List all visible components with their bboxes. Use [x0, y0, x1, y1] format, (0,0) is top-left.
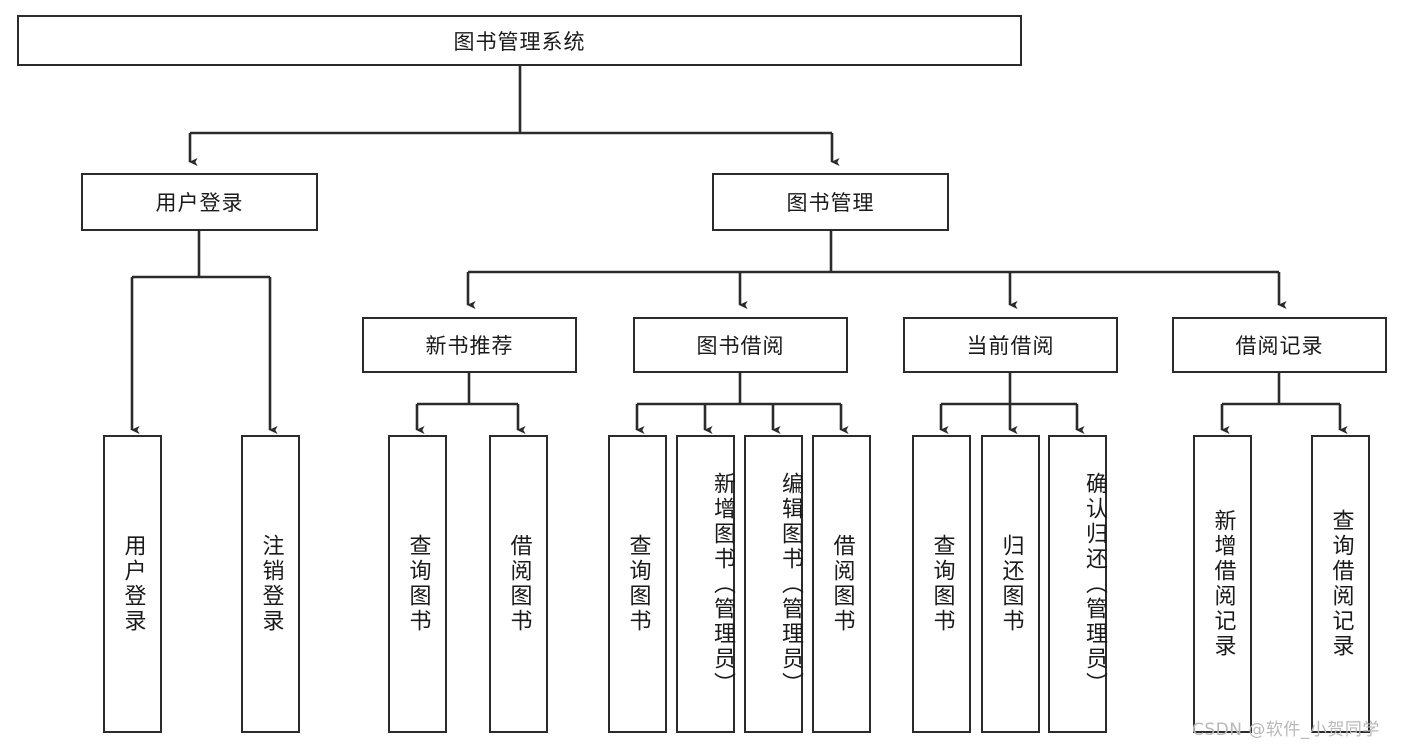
node-label: 查询图书 — [625, 534, 651, 634]
node-label: 借阅图书 — [829, 534, 855, 634]
leaf-borrow-add-book-admin[interactable]: 新增图书（管理员） — [676, 435, 735, 733]
node-label: 当前借阅 — [966, 334, 1055, 358]
node-book-management[interactable]: 图书管理 — [712, 173, 949, 231]
node-label: 图书管理系统 — [453, 29, 586, 54]
node-label: 借阅图书 — [506, 534, 532, 634]
node-label: 归还图书 — [998, 534, 1024, 634]
node-label: 图书管理 — [786, 191, 875, 215]
leaf-borrow-borrow-book[interactable]: 借阅图书 — [812, 435, 871, 733]
leaf-current-query-book[interactable]: 查询图书 — [912, 435, 971, 733]
node-borrow-records[interactable]: 借阅记录 — [1172, 317, 1387, 373]
node-label: 新书推荐 — [425, 334, 514, 358]
node-new-book-recommend[interactable]: 新书推荐 — [362, 317, 577, 373]
node-label: 查询图书 — [929, 534, 955, 634]
leaf-records-add-record[interactable]: 新增借阅记录 — [1193, 435, 1252, 733]
leaf-current-return-book[interactable]: 归还图书 — [981, 435, 1040, 733]
node-current-borrow[interactable]: 当前借阅 — [903, 317, 1118, 373]
node-label: 查询借阅记录 — [1328, 509, 1354, 659]
node-label: 注销登录 — [258, 534, 284, 634]
node-label: 编辑图书（管理员） — [778, 471, 803, 697]
node-book-borrow[interactable]: 图书借阅 — [633, 317, 848, 373]
leaf-user-login-login[interactable]: 用户登录 — [103, 435, 162, 733]
leaf-records-query-record[interactable]: 查询借阅记录 — [1311, 435, 1370, 733]
node-label: 借阅记录 — [1235, 334, 1324, 358]
leaf-recommend-borrow-book[interactable]: 借阅图书 — [489, 435, 548, 733]
node-label: 新增借阅记录 — [1210, 509, 1236, 659]
node-label: 用户登录 — [120, 534, 146, 634]
leaf-borrow-edit-book-admin[interactable]: 编辑图书（管理员） — [744, 435, 803, 733]
csdn-watermark: CSDN @软件_小贺同学 — [1192, 720, 1380, 740]
node-label: 新增图书（管理员） — [710, 471, 735, 697]
node-label: 查询图书 — [405, 534, 431, 634]
leaf-borrow-query-book[interactable]: 查询图书 — [608, 435, 667, 733]
leaf-current-confirm-return-admin[interactable]: 确认归还（管理员） — [1048, 435, 1107, 733]
node-user-login[interactable]: 用户登录 — [81, 173, 318, 231]
node-label: 图书借阅 — [696, 334, 785, 358]
node-label: 确认归还（管理员） — [1082, 471, 1107, 697]
leaf-recommend-query-book[interactable]: 查询图书 — [388, 435, 447, 733]
node-label: 用户登录 — [155, 191, 244, 215]
leaf-user-login-logout[interactable]: 注销登录 — [241, 435, 300, 733]
node-root-library-system[interactable]: 图书管理系统 — [17, 15, 1022, 66]
